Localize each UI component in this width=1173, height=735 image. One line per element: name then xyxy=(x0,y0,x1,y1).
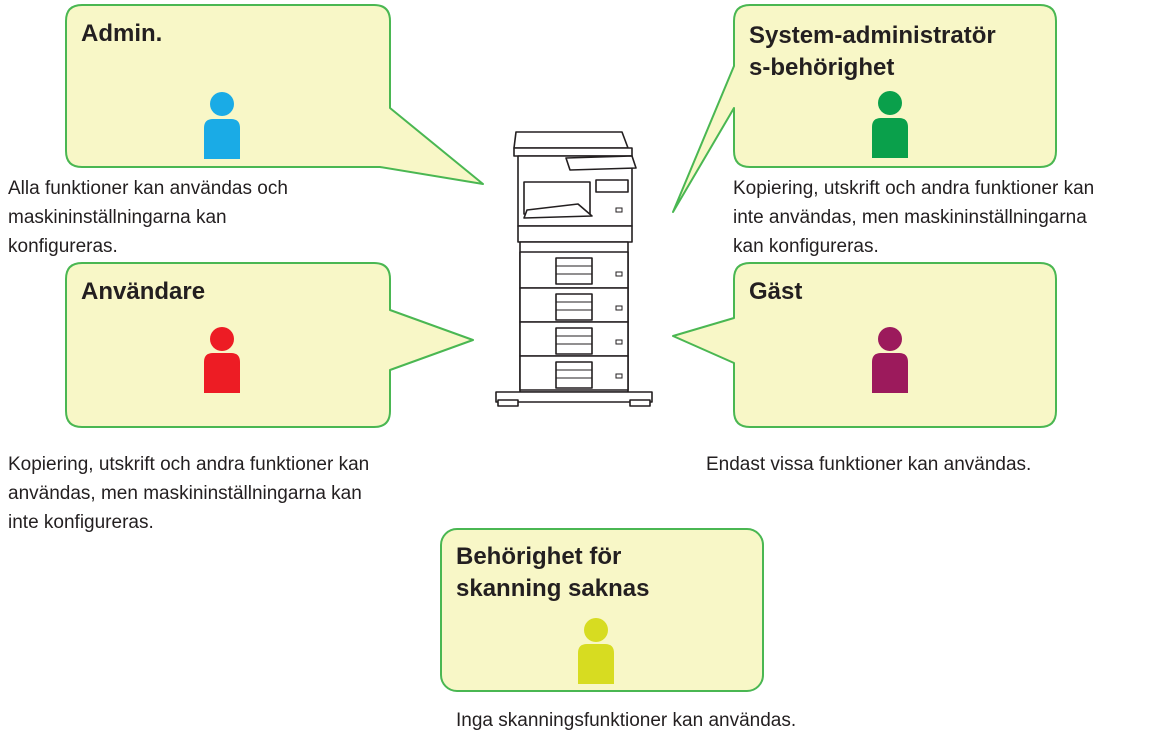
guest-description: Endast vissa funktioner kan användas. xyxy=(706,454,1032,475)
user-bubble xyxy=(65,262,474,428)
sysadmin-bubble xyxy=(672,4,1057,213)
user-person-icon xyxy=(204,327,240,393)
admin-description: Alla funktioner kan användas och maskini… xyxy=(8,178,288,257)
user-description: Kopiering, utskrift och andra funktioner… xyxy=(8,454,370,533)
no-scan-description: Inga skanningsfunktioner kan användas. xyxy=(456,710,797,731)
admin-title: Admin. xyxy=(81,20,163,47)
guest-bubble xyxy=(672,262,1057,428)
no-scan-person-icon xyxy=(578,618,614,684)
no-scan-bubble xyxy=(440,528,764,692)
guest-person-icon xyxy=(872,327,908,393)
sysadmin-person-icon xyxy=(872,91,908,158)
guest-title: Gäst xyxy=(749,278,803,305)
sysadmin-description: Kopiering, utskrift och andra funktioner… xyxy=(733,178,1095,257)
sysadmin-title: System-administratör s-behörighet xyxy=(749,22,996,81)
admin-person-icon xyxy=(204,92,240,159)
admin-bubble xyxy=(65,4,484,185)
no-scan-title: Behörighet för skanning saknas xyxy=(456,543,650,602)
user-title: Användare xyxy=(81,278,206,305)
